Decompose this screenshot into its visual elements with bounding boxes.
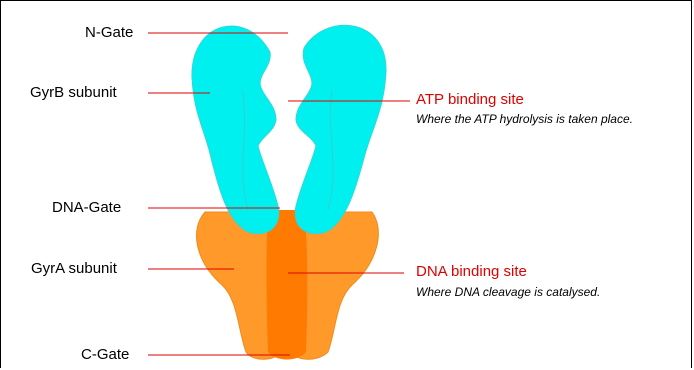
atp-binding-site-title: ATP binding site — [416, 91, 524, 108]
c-gate-label: C-Gate — [81, 346, 129, 363]
gyra-central-channel — [267, 210, 308, 360]
dna-binding-site-description: Where DNA cleavage is catalysed. — [416, 285, 600, 299]
atp-binding-site-description: Where the ATP hydrolysis is taken place. — [416, 112, 633, 126]
n-gate-label: N-Gate — [85, 24, 133, 41]
gyrb-right-lobe — [295, 25, 386, 233]
dna-binding-site-title: DNA binding site — [416, 263, 527, 280]
gyrb-subunit-label: GyrB subunit — [30, 84, 117, 101]
dna-gate-label: DNA-Gate — [52, 199, 121, 216]
gyra-subunit-label: GyrA subunit — [31, 260, 117, 277]
gyrb-left-lobe — [192, 26, 279, 233]
